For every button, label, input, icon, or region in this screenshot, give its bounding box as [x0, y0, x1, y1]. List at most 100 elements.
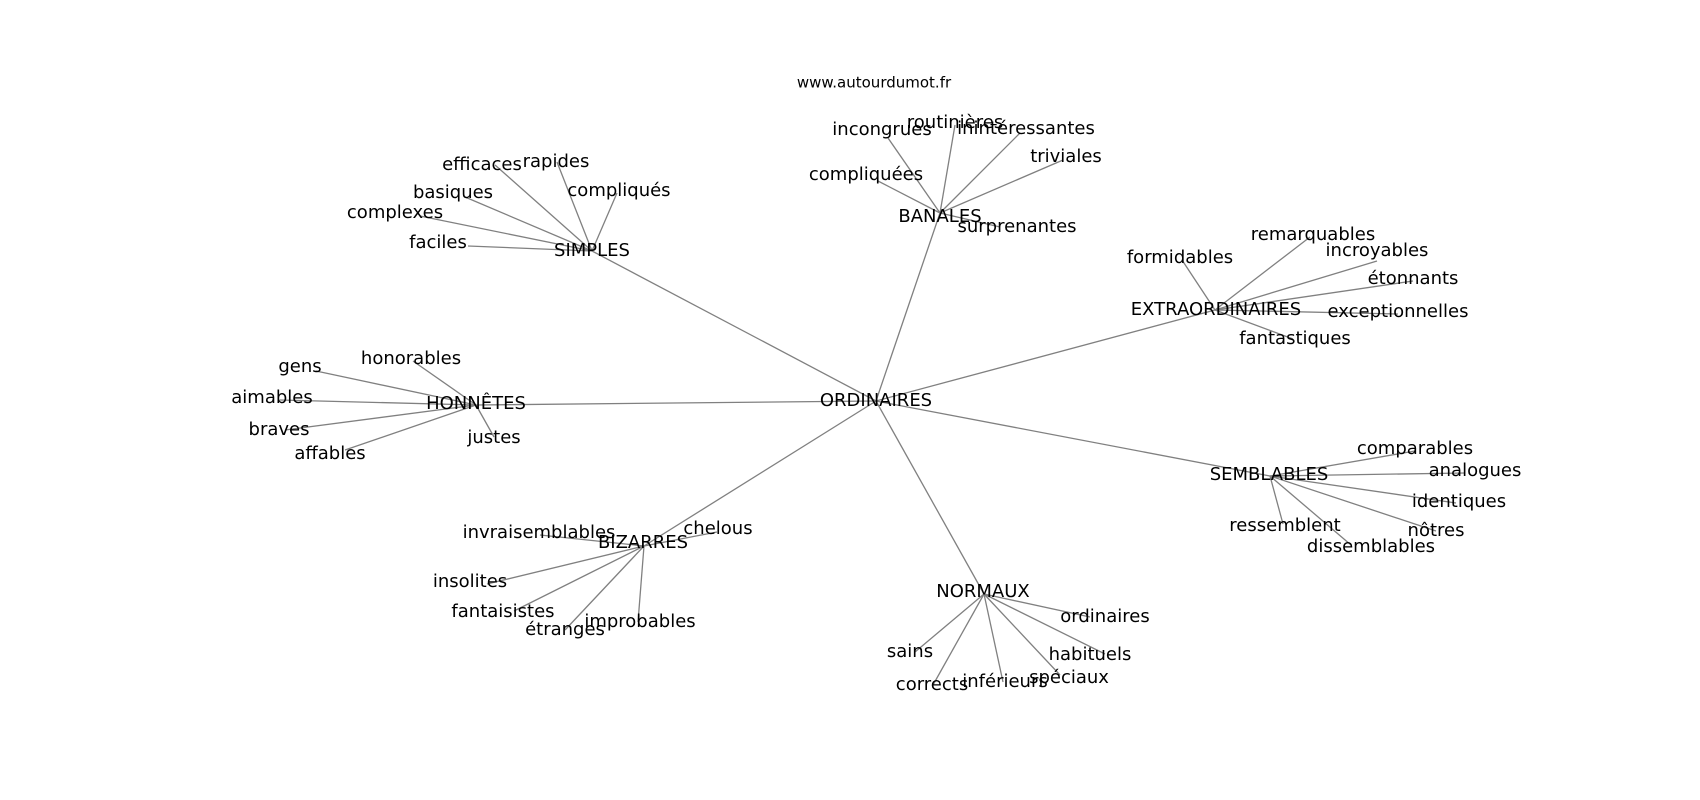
- hub-node-simples[interactable]: SIMPLES: [554, 240, 630, 261]
- edge-root-banales: [875, 212, 941, 402]
- edge-bizarres-improbables: [637, 545, 645, 623]
- word-node-triviales[interactable]: triviales: [1030, 146, 1102, 167]
- hub-node-honnetes[interactable]: HONNÊTES: [426, 392, 526, 414]
- edge-honnetes-aimables: [279, 399, 477, 406]
- root-word-node[interactable]: ORDINAIRES: [820, 390, 932, 411]
- edge-banales-surprenantes: [939, 212, 1001, 228]
- edge-semblables-dissemblables: [1269, 475, 1352, 546]
- word-node-surprenantes[interactable]: surprenantes: [957, 216, 1076, 237]
- edge-banales-compliquees: [877, 180, 941, 214]
- word-node-faciles[interactable]: faciles: [409, 232, 467, 253]
- word-node-honorables[interactable]: honorables: [361, 348, 461, 369]
- edge-root-extraordinaires: [875, 309, 1216, 402]
- word-node-improbables[interactable]: improbables: [584, 611, 695, 632]
- word-node-compliquees[interactable]: compliquées: [809, 164, 923, 185]
- edge-banales-routinieres: [939, 124, 956, 214]
- edge-semblables-notres: [1269, 475, 1437, 532]
- word-node-fantastiques[interactable]: fantastiques: [1239, 328, 1351, 349]
- word-node-routinieres[interactable]: routinières: [907, 112, 1003, 133]
- word-node-dissemblables[interactable]: dissemblables: [1307, 536, 1435, 557]
- hub-node-semblables[interactable]: SEMBLABLES: [1210, 464, 1329, 485]
- edge-extraordinaires-incroyables: [1214, 260, 1378, 311]
- word-node-corrects[interactable]: corrects: [896, 674, 968, 695]
- edge-layer: [279, 124, 1466, 686]
- hub-node-normaux[interactable]: NORMAUX: [936, 581, 1030, 602]
- word-node-etranges[interactable]: étranges: [525, 619, 605, 640]
- word-node-habituels[interactable]: habituels: [1049, 644, 1132, 665]
- word-node-complexes[interactable]: complexes: [347, 202, 443, 223]
- edge-extraordinaires-fantastiques: [1214, 309, 1294, 340]
- edge-semblables-comparables: [1269, 450, 1416, 477]
- edge-honnetes-braves: [284, 404, 477, 431]
- word-node-notres[interactable]: nôtres: [1408, 520, 1465, 541]
- edge-normaux-habituels: [983, 593, 1106, 655]
- word-node-comparables[interactable]: comparables: [1357, 438, 1473, 459]
- edge-normaux-speciaux: [983, 593, 1061, 676]
- edge-normaux-sains: [914, 593, 985, 653]
- edge-semblables-ressemblent: [1269, 475, 1284, 525]
- edge-extraordinaires-formidables: [1181, 259, 1216, 311]
- word-node-analogues[interactable]: analogues: [1429, 460, 1522, 481]
- edge-root-semblables: [875, 400, 1271, 477]
- edge-honnetes-affables: [344, 404, 477, 451]
- edge-extraordinaires-exceptionnelles: [1214, 309, 1399, 315]
- edge-honnetes-honorables: [412, 360, 477, 406]
- edge-banales-triviales: [939, 159, 1064, 214]
- word-node-affables[interactable]: affables: [294, 443, 365, 464]
- edge-root-honnetes: [475, 400, 877, 406]
- edge-normaux-inferieurs: [983, 593, 1004, 683]
- edge-simples-complexes: [419, 215, 593, 252]
- word-node-justes[interactable]: justes: [466, 427, 520, 448]
- hub-node-banales[interactable]: BANALES: [898, 206, 981, 227]
- source-watermark: www.autourdumot.fr: [797, 74, 952, 92]
- label-layer: www.autourdumot.fr ORDINAIRES SIMPLES effi…: [231, 74, 1521, 696]
- edge-root-simples: [591, 250, 877, 402]
- edge-bizarres-chelous: [643, 531, 718, 547]
- word-node-formidables[interactable]: formidables: [1127, 247, 1233, 268]
- edge-semblables-analogues: [1269, 472, 1466, 477]
- word-node-rapides[interactable]: rapides: [523, 151, 590, 172]
- word-node-sains[interactable]: sains: [887, 641, 933, 662]
- word-node-aimables[interactable]: aimables: [231, 387, 312, 408]
- edge-bizarres-invraisemblables: [539, 534, 645, 547]
- edge-extraordinaires-etonnants: [1214, 280, 1414, 311]
- word-node-incroyables[interactable]: incroyables: [1326, 240, 1429, 261]
- edge-simples-faciles: [467, 245, 593, 252]
- word-node-incongrues[interactable]: incongrues: [832, 119, 931, 140]
- edge-root-bizarres: [643, 400, 877, 547]
- edge-honnetes-gens: [315, 370, 477, 406]
- word-node-compliques[interactable]: compliqués: [567, 180, 670, 201]
- word-node-fantaisistes[interactable]: fantaisistes: [451, 601, 554, 622]
- word-node-etonnants[interactable]: étonnants: [1368, 268, 1459, 289]
- word-node-remarquables[interactable]: remarquables: [1251, 224, 1375, 245]
- word-node-inferieurs[interactable]: inférieurs: [962, 671, 1047, 692]
- word-node-insolites[interactable]: insolites: [433, 571, 507, 592]
- edge-honnetes-justes: [475, 404, 495, 438]
- word-node-efficaces[interactable]: efficaces: [442, 154, 522, 175]
- hub-node-bizarres[interactable]: BIZARRES: [598, 532, 688, 553]
- hub-node-extraordinaires[interactable]: EXTRAORDINAIRES: [1131, 299, 1301, 320]
- word-node-ressemblent[interactable]: ressemblent: [1229, 515, 1340, 536]
- edge-banales-incongrues: [887, 137, 941, 214]
- edge-banales-ininteressantes: [939, 132, 1021, 214]
- word-node-braves[interactable]: braves: [249, 419, 310, 440]
- word-node-ordinaires[interactable]: ordinaires: [1060, 606, 1149, 627]
- edge-normaux-corrects: [932, 593, 985, 686]
- word-node-gens[interactable]: gens: [278, 356, 321, 377]
- word-node-invraisemblables[interactable]: invraisemblables: [463, 522, 616, 543]
- word-node-identiques[interactable]: identiques: [1412, 491, 1506, 512]
- edge-extraordinaires-remarquables: [1214, 236, 1311, 311]
- edge-simples-compliques: [591, 192, 618, 252]
- edge-normaux-ordinaires: [983, 593, 1091, 618]
- word-node-speciaux[interactable]: spéciaux: [1029, 667, 1109, 688]
- edge-semblables-identiques: [1269, 475, 1457, 504]
- edge-bizarres-insolites: [486, 545, 645, 585]
- word-node-exceptionnelles[interactable]: exceptionnelles: [1328, 301, 1469, 322]
- word-node-chelous[interactable]: chelous: [683, 518, 752, 539]
- word-node-ininteressantes[interactable]: inintéressantes: [957, 118, 1095, 139]
- edge-root-normaux: [875, 400, 985, 595]
- edge-simples-rapides: [556, 161, 593, 252]
- word-node-basiques[interactable]: basiques: [413, 182, 493, 203]
- edge-bizarres-etranges: [564, 545, 645, 631]
